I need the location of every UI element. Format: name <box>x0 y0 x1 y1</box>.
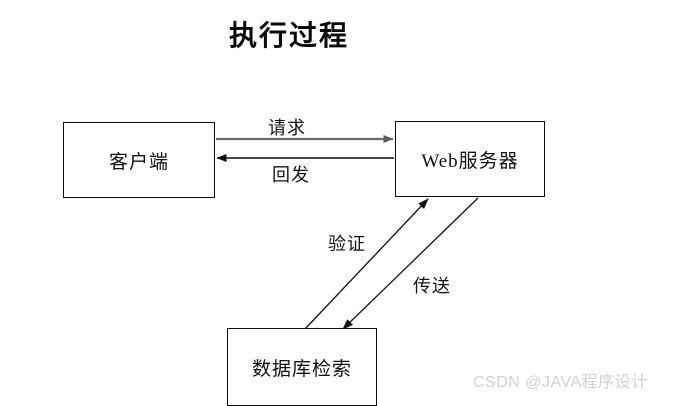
node-client[interactable]: 客户端 <box>63 122 215 198</box>
node-database-label: 数据库检索 <box>251 358 352 380</box>
edge-label-verify: 验证 <box>328 234 366 254</box>
edge-label-request: 请求 <box>268 118 306 138</box>
node-database[interactable]: 数据库检索 <box>227 328 377 406</box>
edge-label-transmit: 传送 <box>413 276 451 296</box>
node-web-server-label: Web服务器 <box>421 150 519 172</box>
watermark-text: CSDN @JAVA程序设计 <box>473 374 648 391</box>
edge-verify-line <box>304 198 429 330</box>
node-web-server[interactable]: Web服务器 <box>395 121 545 197</box>
edge-label-postback: 回发 <box>272 165 310 185</box>
node-client-label: 客户端 <box>108 151 169 173</box>
page-title: 执行过程 <box>228 20 349 51</box>
edge-transmit-line <box>342 197 479 330</box>
